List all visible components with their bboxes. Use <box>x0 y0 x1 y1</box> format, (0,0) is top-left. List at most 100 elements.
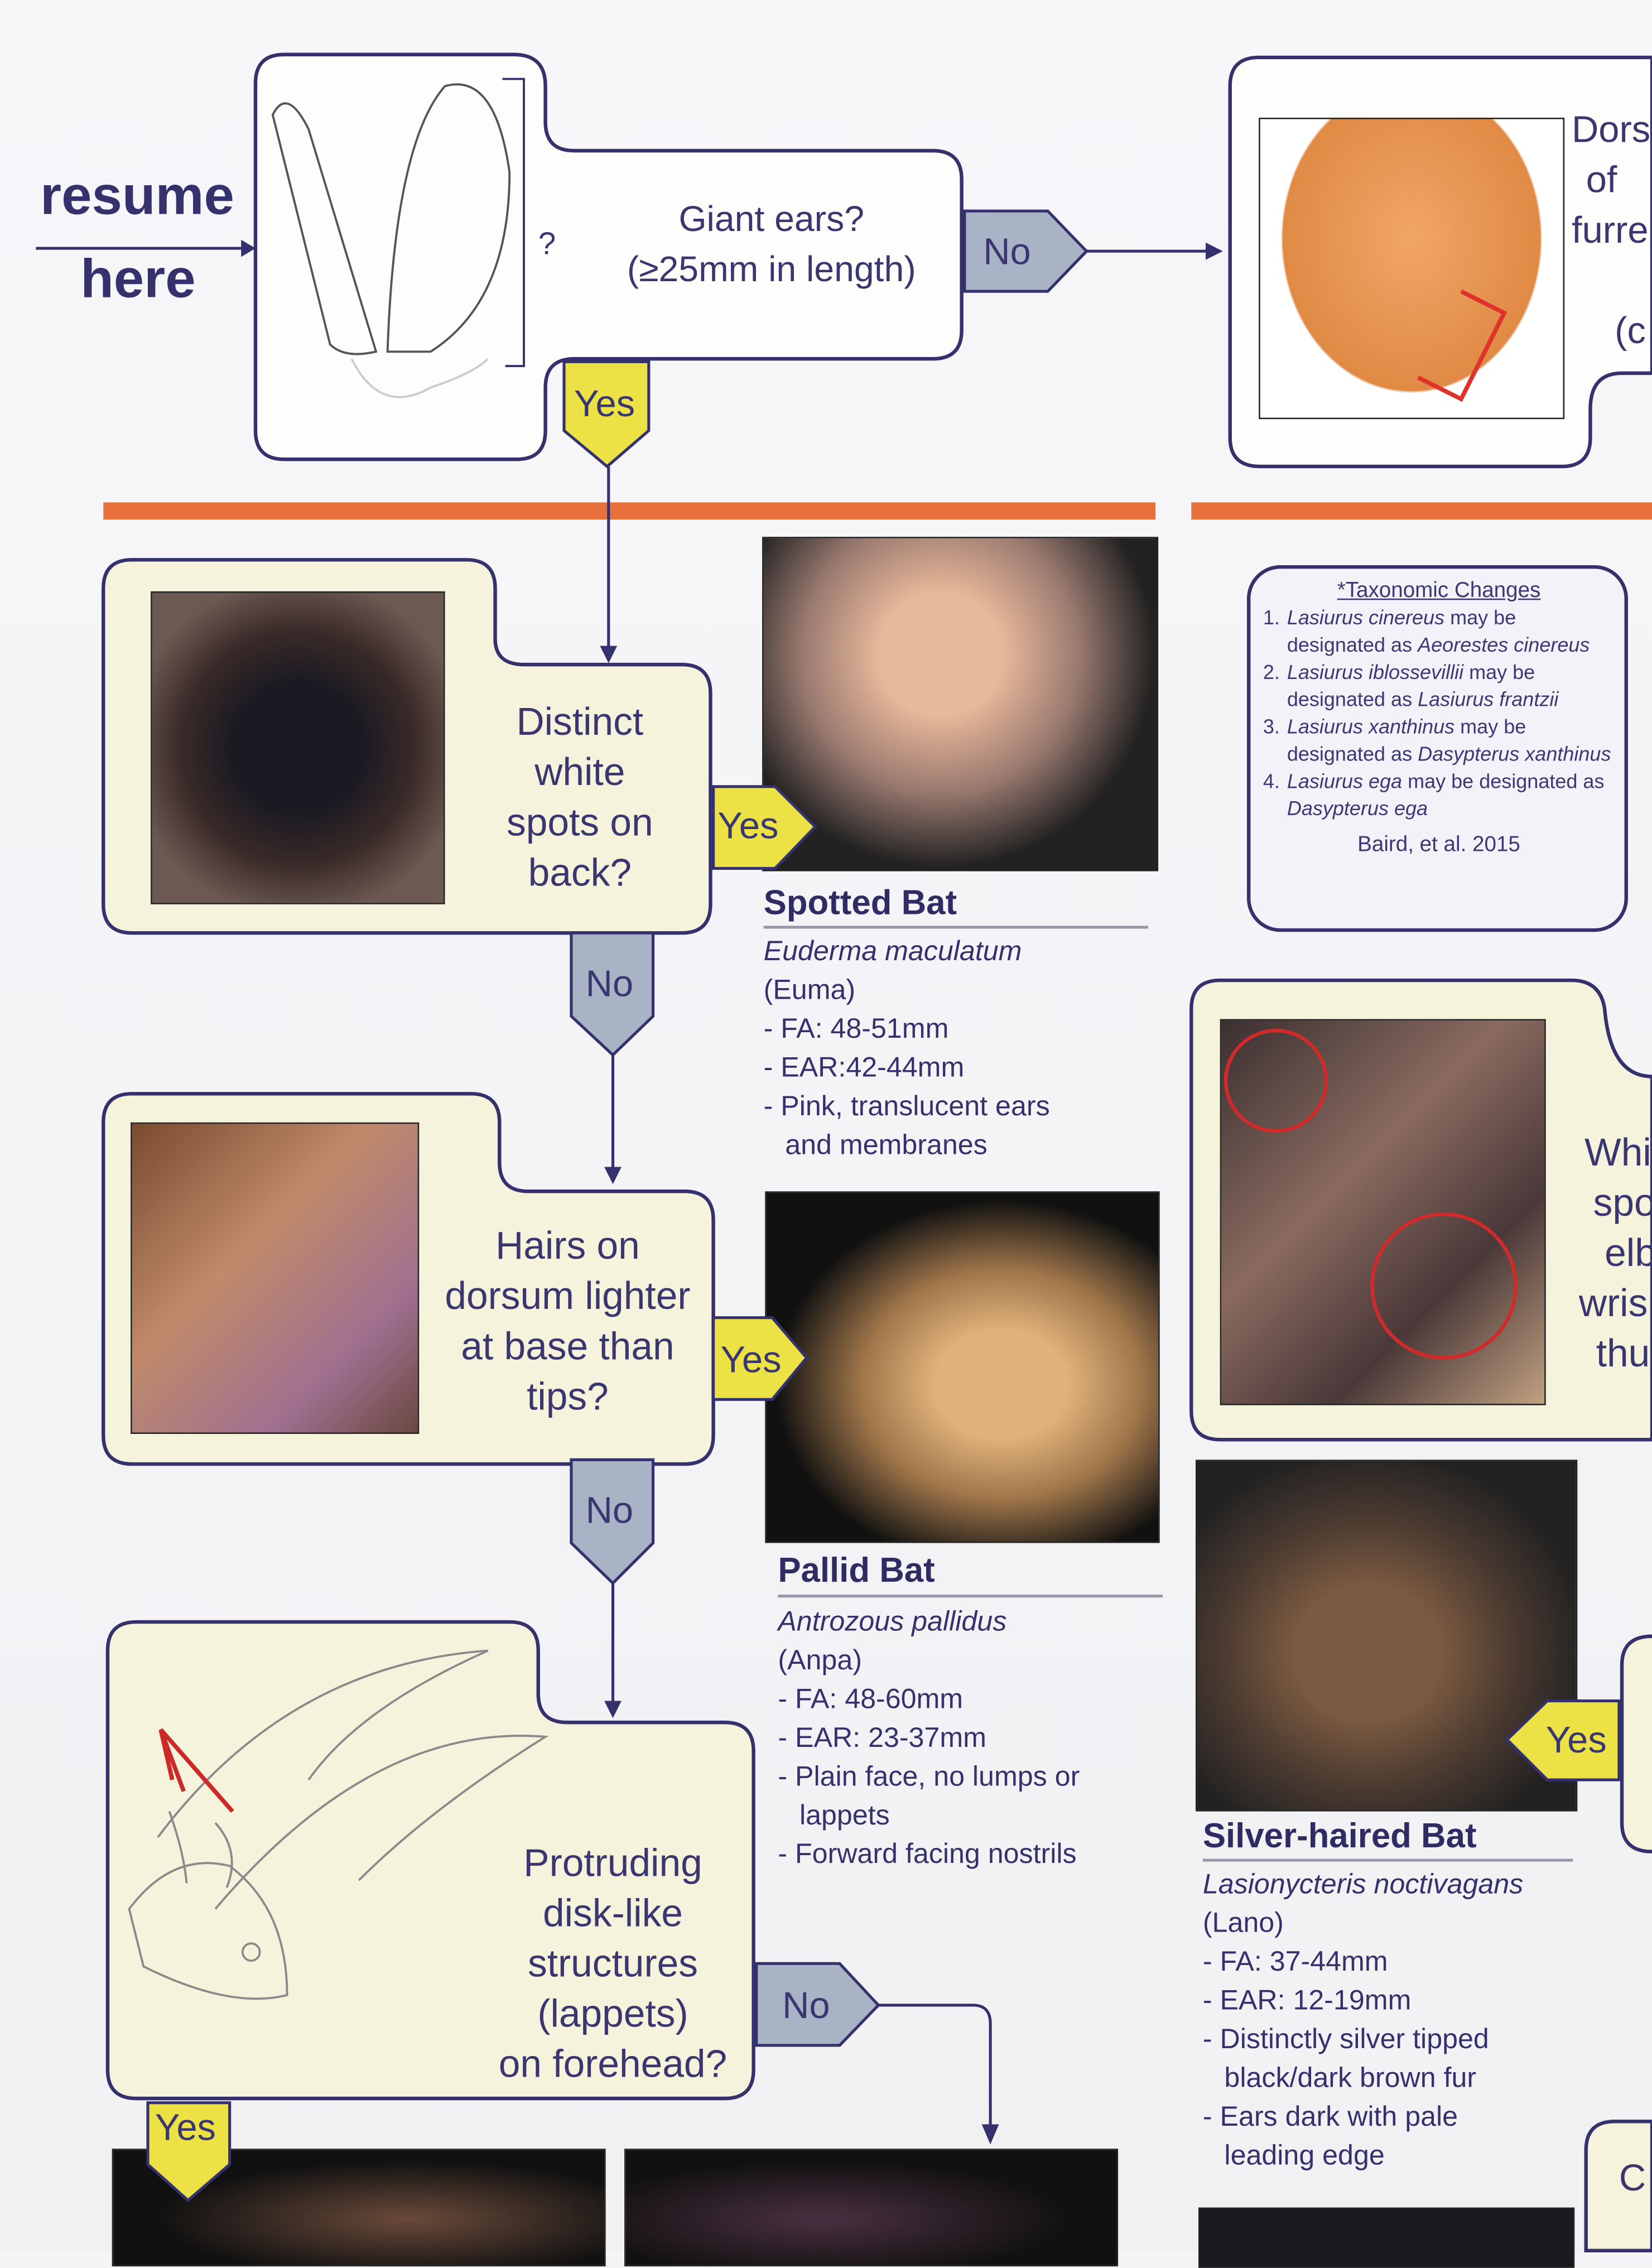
yes-label: Yes <box>1545 1718 1607 1761</box>
giant-ears-question: Giant ears? (≥25mm in length) <box>581 195 962 296</box>
silver-haired-bat-info: Lasionycteris noctivagans (Lano) - FA: 3… <box>1203 1866 1523 2176</box>
question-mark: ? <box>538 225 556 262</box>
item-text: Lasiurus cinereus may be designated as A… <box>1287 604 1615 659</box>
lappets-question: Protruding disk-like structures (lappets… <box>476 1839 749 2090</box>
no-label: No <box>585 961 634 1005</box>
item-connector: may be designated as <box>1402 769 1605 793</box>
yes-tag-hairs <box>712 1316 809 1401</box>
item-number: 1. <box>1263 605 1280 629</box>
lappets-box <box>105 1620 755 2101</box>
bullet: - FA: 37-44mm <box>1202 1946 1388 1978</box>
question-line: back? <box>528 851 632 894</box>
citation: Baird, et al. 2015 <box>1357 832 1520 857</box>
question-line: structures <box>527 1942 698 1985</box>
bullet: and membranes <box>785 1129 988 1162</box>
scientific-name: Lasionycteris noctivagans <box>1202 1869 1524 1901</box>
silver-haired-bat-name: Silver-haired Bat <box>1202 1817 1477 1856</box>
scientific-name: Antrozous pallidus <box>778 1606 1007 1638</box>
no-label: No <box>983 229 1031 273</box>
dorsal-question-partial: Dors of furre (c <box>1572 105 1652 356</box>
taxonomy-item: 4. Lasiurus ega may be designated as Das… <box>1263 768 1615 822</box>
question-line: furre <box>1571 208 1649 252</box>
pallid-bat-name: Pallid Bat <box>778 1551 935 1591</box>
bullet: - FA: 48-60mm <box>778 1683 964 1716</box>
species-code: (Anpa) <box>778 1645 862 1677</box>
item-number: 2. <box>1263 660 1280 683</box>
question-line: spo <box>1593 1181 1652 1225</box>
pallid-bat-photo <box>765 1191 1160 1543</box>
old-name: Lasiurus xanthinus <box>1287 715 1455 738</box>
divider <box>763 926 1149 928</box>
question-line: (lappets) <box>537 1992 688 2035</box>
item-connector: may be designated as <box>1287 660 1535 711</box>
new-name: Dasypterus xanthinus <box>1418 742 1611 765</box>
no-tag-hairs <box>570 1458 655 1586</box>
bullet: - EAR: 12-19mm <box>1202 1985 1412 2017</box>
taxonomic-changes: *Taxonomic Changes 1. Lasiurus cinereus … <box>1263 577 1615 858</box>
bullet: - Distinctly silver tipped <box>1202 2024 1489 2055</box>
yes-tag-ears <box>562 360 651 469</box>
bullet: lappets <box>799 1800 890 1832</box>
taxonomy-title: *Taxonomic Changes <box>1337 578 1541 603</box>
pallid-bat-info: Antrozous pallidus (Anpa) - FA: 48-60mm … <box>778 1604 1080 1875</box>
question-line: tips? <box>527 1375 609 1418</box>
spotted-bat-info: Euderma maculatum (Euma) - FA: 48-51mm -… <box>764 933 1050 1166</box>
question-line: thu <box>1596 1332 1650 1375</box>
question-line: Dors <box>1571 107 1651 151</box>
question-line: disk-like <box>543 1891 683 1935</box>
species-code: (Euma) <box>763 974 856 1007</box>
taxonomy-item: 2. Lasiurus iblossevillii may be designa… <box>1263 659 1615 714</box>
bat-head-drawing-icon <box>128 1649 549 2000</box>
no-tag-lappets <box>755 1962 880 2047</box>
resume-label: resume <box>40 166 234 227</box>
question-line: spots on <box>507 801 653 844</box>
ear-drawing-icon <box>271 78 525 398</box>
here-label: here <box>80 249 196 310</box>
bottom-photo-left <box>112 2149 606 2267</box>
bullet: - EAR: 23-37mm <box>778 1722 986 1754</box>
silver-haired-bat-photo <box>1195 1460 1578 1812</box>
yes-label: Yes <box>574 382 635 425</box>
fur-closeup-photo <box>131 1122 420 1434</box>
giant-ears-box <box>253 52 964 461</box>
bullet: leading edge <box>1224 2140 1385 2172</box>
question-line: Hairs on <box>495 1224 640 1268</box>
yes-label: Yes <box>720 1337 782 1381</box>
new-name: Lasiurus frantzii <box>1418 687 1559 711</box>
question-line: of <box>1586 157 1617 201</box>
item-text: Lasiurus ega may be designated as Dasypt… <box>1287 768 1615 822</box>
yes-tag-spots <box>712 785 817 870</box>
species-code: (Lano) <box>1202 1907 1284 1939</box>
new-name: Aeorestes cinereus <box>1418 633 1590 656</box>
item-text: Lasiurus xanthinus may be designated as … <box>1287 714 1615 768</box>
question-line: Protruding <box>523 1841 702 1885</box>
question-line: wris <box>1578 1282 1648 1325</box>
bullet: - Pink, translucent ears <box>763 1091 1050 1123</box>
yes-label: Yes <box>155 2106 216 2149</box>
item-text: Lasiurus iblossevillii may be designated… <box>1287 659 1615 714</box>
spotted-back-photo <box>151 591 445 904</box>
orange-fur-photo <box>1259 117 1565 420</box>
bullet: - FA: 48-51mm <box>763 1013 949 1045</box>
question-line: on forehead? <box>498 2042 728 2086</box>
divider-left <box>103 502 1155 520</box>
item-number: 4. <box>1263 769 1280 793</box>
no-tag-spots <box>570 931 655 1057</box>
taxonomy-item: 3. Lasiurus xanthinus may be designated … <box>1263 714 1615 768</box>
scientific-name: Euderma maculatum <box>763 936 1022 967</box>
question-line: Distinct <box>516 700 644 744</box>
whitish-spots-question-partial: Whi spo elb wris thu <box>1576 1128 1652 1379</box>
question-line: (c <box>1615 309 1646 352</box>
question-line: Whi <box>1584 1131 1651 1174</box>
divider <box>778 1595 1163 1597</box>
spotted-bat-name: Spotted Bat <box>763 884 957 923</box>
hairs-question: Hairs on dorsum lighter at base than tip… <box>428 1221 708 1422</box>
old-name: Lasiurus iblossevillii <box>1287 660 1464 683</box>
no-label: No <box>585 1488 634 1532</box>
taxonomic-changes-box <box>1246 565 1628 932</box>
old-name: Lasiurus ega <box>1287 769 1403 793</box>
bullet: - Plain face, no lumps or <box>778 1761 1080 1793</box>
item-connector: may be designated as <box>1287 715 1526 765</box>
question-line: elb <box>1605 1231 1652 1275</box>
